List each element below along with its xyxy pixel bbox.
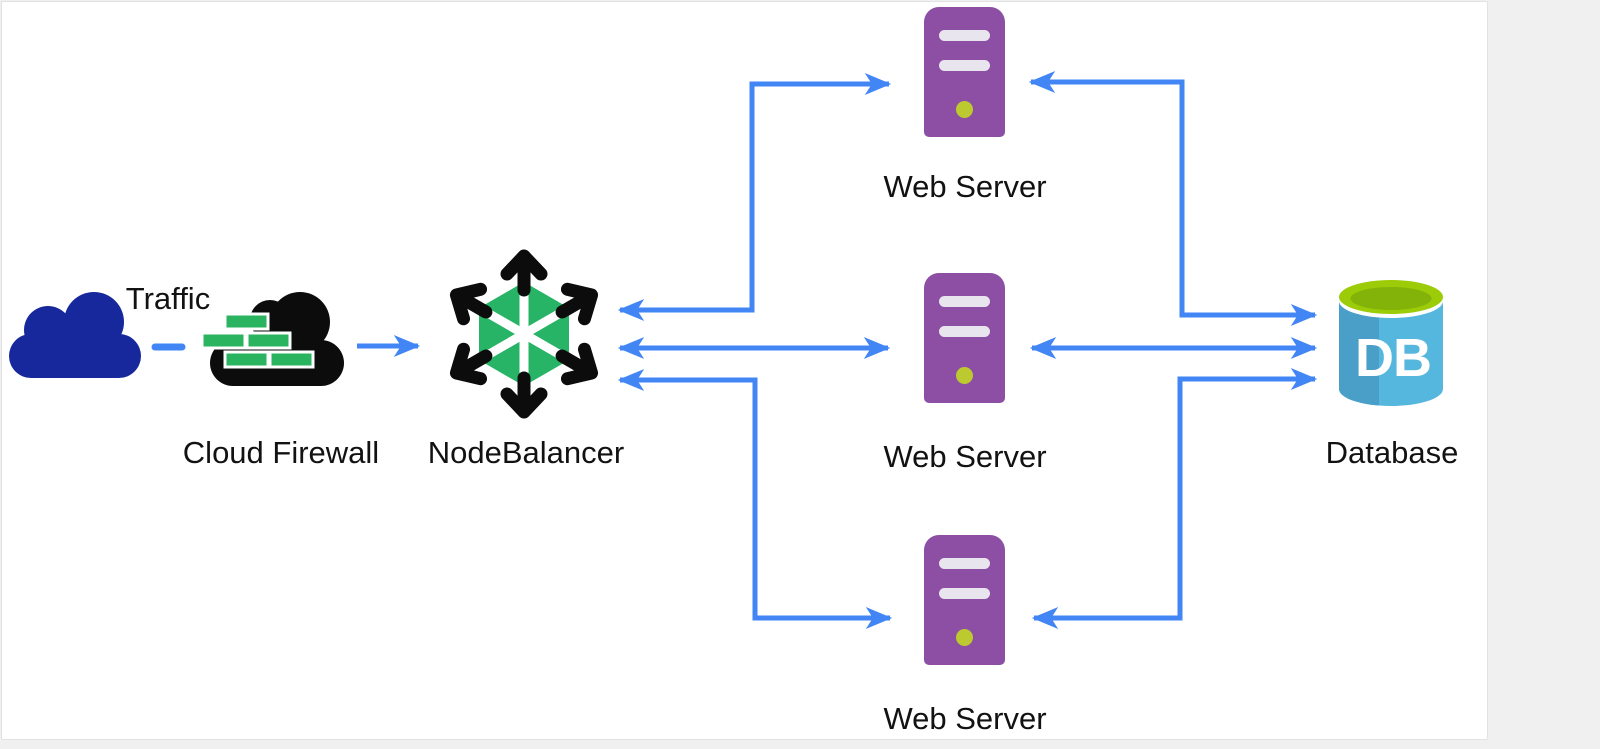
server-tower-icon bbox=[924, 535, 1005, 665]
db-badge: DB bbox=[1355, 328, 1431, 388]
server-slot bbox=[939, 326, 990, 337]
nodebalancer-hexagon-icon bbox=[439, 242, 609, 422]
edge-nodebalancer-web3 bbox=[617, 368, 893, 630]
server-slot bbox=[939, 30, 990, 41]
edge-web3-database bbox=[1031, 367, 1318, 630]
server-led bbox=[956, 367, 973, 384]
web-server-bottom-label: Web Server bbox=[883, 701, 1047, 736]
server-slot bbox=[939, 588, 990, 599]
server-tower-icon bbox=[924, 7, 1005, 137]
traffic-label: Traffic bbox=[125, 281, 211, 316]
edge-web1-database bbox=[1028, 70, 1318, 327]
web-server-middle-label: Web Server bbox=[883, 439, 1047, 474]
server-slot bbox=[939, 60, 990, 71]
cloud-icon bbox=[9, 292, 141, 378]
firewall-brick-cloud-icon bbox=[200, 292, 344, 386]
server-slot bbox=[939, 558, 990, 569]
server-slot bbox=[939, 296, 990, 307]
server-led bbox=[956, 629, 973, 646]
server-tower-icon bbox=[924, 273, 1005, 403]
nodebalancer-label: NodeBalancer bbox=[427, 435, 625, 470]
firewall-label: Cloud Firewall bbox=[182, 435, 380, 470]
database-cylinder-icon: DB bbox=[1339, 280, 1443, 406]
web-server-top-label: Web Server bbox=[883, 169, 1047, 204]
diagram-canvas: Traffic Cloud Firewall bbox=[1, 1, 1488, 740]
server-led bbox=[956, 101, 973, 118]
database-label: Database bbox=[1325, 435, 1459, 470]
edge-nodebalancer-web1 bbox=[617, 72, 892, 322]
